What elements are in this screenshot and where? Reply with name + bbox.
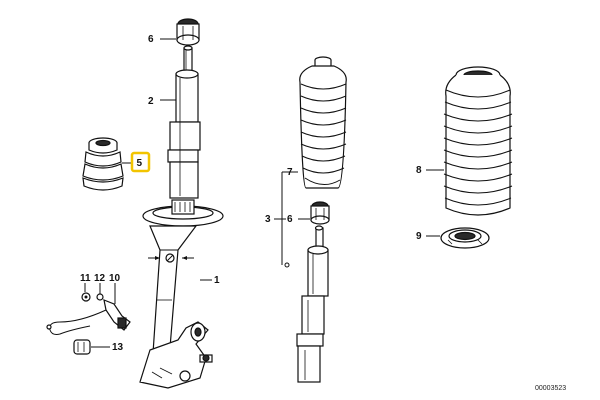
callout-6-middle: 6	[287, 214, 293, 225]
callout-8: 8	[416, 165, 422, 176]
callout-11: 11	[80, 273, 91, 284]
lower-nut-part	[310, 201, 330, 225]
bump-stop-part	[82, 137, 124, 191]
protective-boot-part	[443, 66, 513, 216]
callout-5: 5	[137, 158, 143, 169]
shock-absorber-part	[167, 69, 201, 199]
callout-2: 2	[148, 96, 154, 107]
callout-labels: 6 2 5 1 3 7 6 8 9 11 12 10 13 00003523	[80, 34, 566, 392]
spring-ring-part	[440, 227, 490, 249]
callout-12: 12	[94, 273, 106, 284]
callout-6-top: 6	[148, 34, 154, 45]
spring-seat-part	[142, 199, 224, 227]
piston-rod-part	[183, 45, 193, 75]
callout-13: 13	[112, 342, 124, 353]
strut-assembly-middle	[296, 56, 347, 383]
diagram-reference-number: 00003523	[535, 385, 566, 392]
dust-boot-part	[299, 56, 347, 189]
strut-assembly-left	[139, 18, 224, 389]
leader-lines	[84, 38, 444, 348]
sensor-cable-assembly	[46, 292, 131, 355]
top-nut-part	[176, 18, 200, 46]
callout-3: 3	[265, 214, 271, 225]
callout-7: 7	[287, 167, 293, 178]
callout-10: 10	[109, 273, 121, 284]
callout-1: 1	[214, 275, 220, 286]
callout-5-highlight	[130, 151, 151, 173]
steering-knuckle-part	[139, 321, 213, 389]
callout-9: 9	[416, 231, 422, 242]
middle-shock-part	[296, 245, 329, 383]
